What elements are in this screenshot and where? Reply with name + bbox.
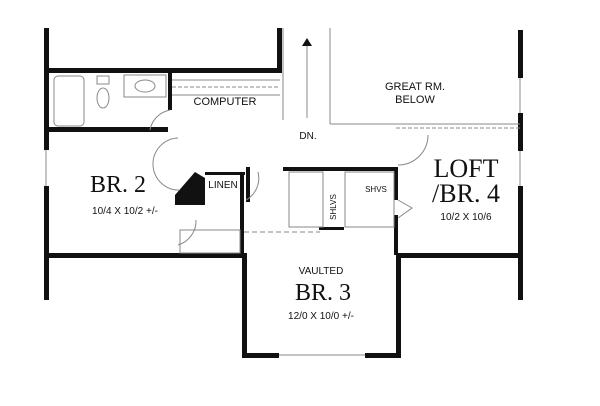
br3-vaulted-label: VAULTED	[299, 266, 344, 277]
br2-name: BR. 2	[90, 172, 146, 198]
stair-arrow	[302, 38, 312, 46]
stair-down-label: DN.	[299, 131, 316, 142]
br2-dims: 10/4 X 10/2 +/-	[92, 206, 158, 217]
br3-name: BR. 3	[295, 280, 351, 306]
loft-dims: 10/2 X 10/6	[440, 212, 492, 223]
computer-label: COMPUTER	[194, 96, 257, 108]
shvs-label: SHVS	[365, 185, 387, 194]
loft-name: LOFT	[434, 154, 499, 183]
great-room-label: GREAT RM.	[385, 81, 445, 93]
great-room-below-label: BELOW	[395, 94, 435, 106]
br3-dims: 12/0 X 10/0 +/-	[288, 311, 354, 322]
loft-br4-name: /BR. 4	[432, 179, 500, 208]
labels: GREAT RM. BELOW COMPUTER DN. BR. 2 10/4 …	[90, 81, 500, 322]
shelves-label: SHLVS	[329, 194, 338, 220]
walls	[44, 28, 523, 358]
linen-label: LINEN	[208, 180, 237, 191]
thin-lines	[45, 28, 521, 356]
